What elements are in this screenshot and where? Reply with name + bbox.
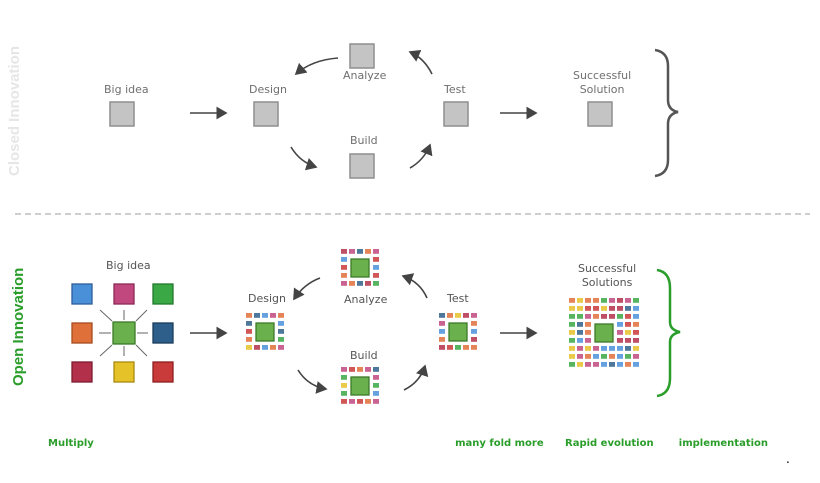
open-bracket xyxy=(656,268,681,398)
open-innovation-title: Open Innovation xyxy=(10,267,27,386)
open-arrows xyxy=(190,273,538,394)
open-stage-clusters xyxy=(246,249,639,404)
idea-box-navy xyxy=(152,322,174,344)
open-test-label: Test xyxy=(447,292,469,305)
trailing-period: . xyxy=(786,452,790,466)
closed-test-box xyxy=(443,101,469,127)
community-rest: prototypes through recombination, adapta… xyxy=(243,451,535,462)
closed-arrows xyxy=(190,49,538,171)
closed-build-box xyxy=(349,153,375,179)
open-idea-spokes xyxy=(99,309,148,357)
closed-test-label: Test xyxy=(444,83,466,96)
idea-box-blue xyxy=(71,283,93,305)
evolution-mid: and xyxy=(653,438,679,449)
open-arrow-4 xyxy=(403,364,429,391)
closed-arrow-5 xyxy=(408,49,433,75)
closed-grey-boxes xyxy=(109,43,613,179)
multiply-highlight: Multiply xyxy=(48,438,94,449)
closed-bracket xyxy=(654,48,679,178)
open-idea-cluster xyxy=(71,283,174,383)
evolution-rest: of solutions spread to the world so that… xyxy=(565,438,793,475)
idea-box-green xyxy=(152,283,174,305)
closed-arrow-3 xyxy=(290,146,318,171)
open-cycle-note: Radical iterations possible at each stag… xyxy=(322,318,412,337)
closed-arrow-2 xyxy=(294,57,339,76)
closed-big-idea-label: Big idea xyxy=(104,83,149,96)
many-fold-highlight: many fold more xyxy=(455,438,544,449)
idea-box-red xyxy=(152,361,174,383)
open-success-label: Successful Solutions xyxy=(578,262,637,289)
open-analyze-label: Analyze xyxy=(344,293,388,306)
closed-cycle-note: Tangible, incremental improvements only xyxy=(322,94,408,113)
idea-box-yellow xyxy=(113,361,135,383)
closed-big-idea-box xyxy=(109,101,135,127)
open-outcome-text: Innovate at an exponential rate xyxy=(690,314,798,347)
open-arrow-3 xyxy=(297,369,328,394)
open-idea-note: more ideas you can leverage xyxy=(182,236,244,255)
closed-success-box xyxy=(587,101,613,127)
open-build-label: Build xyxy=(350,349,378,362)
build-cluster xyxy=(341,367,379,404)
closed-analyze-label: Analyze xyxy=(343,69,387,82)
closed-arrow-4 xyxy=(409,143,433,169)
bottom-note-community: Community of projects can rapidly design… xyxy=(243,437,544,463)
closed-design-box xyxy=(253,101,279,127)
idea-note-arrow xyxy=(159,237,179,263)
open-arrow-5 xyxy=(401,273,428,299)
test-cluster xyxy=(439,313,477,350)
community-text: Community of projects can rapidly design xyxy=(243,438,456,449)
closed-success-label: Successful Solution xyxy=(573,69,632,96)
analyze-cluster xyxy=(341,249,379,286)
closed-design-label: Design xyxy=(249,83,287,96)
implementation-highlight: implementation xyxy=(678,438,769,449)
rapid-evolution-highlight: Rapid evolution xyxy=(565,438,654,449)
solutions-cluster xyxy=(569,298,639,367)
idea-box-orange xyxy=(71,322,93,344)
bottom-note-multiply: Multiply the number of big ideas, operat… xyxy=(48,437,220,463)
closed-build-label: Build xyxy=(350,134,378,147)
closed-outcome-text: Closed innovation stagnates xyxy=(690,86,761,136)
bottom-note-evolution: Rapid evolution and implementation of so… xyxy=(565,437,820,476)
open-center-box xyxy=(112,321,136,345)
closed-analyze-box xyxy=(349,43,375,69)
open-design-label: Design xyxy=(248,292,286,305)
closed-innovation-title: Closed Innovation xyxy=(6,45,23,176)
design-cluster xyxy=(246,313,284,350)
idea-box-crimson xyxy=(71,361,93,383)
open-arrow-2 xyxy=(293,277,321,301)
idea-box-pink xyxy=(113,283,135,305)
open-big-idea-label: Big idea xyxy=(106,259,151,272)
multiply-rest: the number of big ideas, operation gener… xyxy=(48,438,221,462)
